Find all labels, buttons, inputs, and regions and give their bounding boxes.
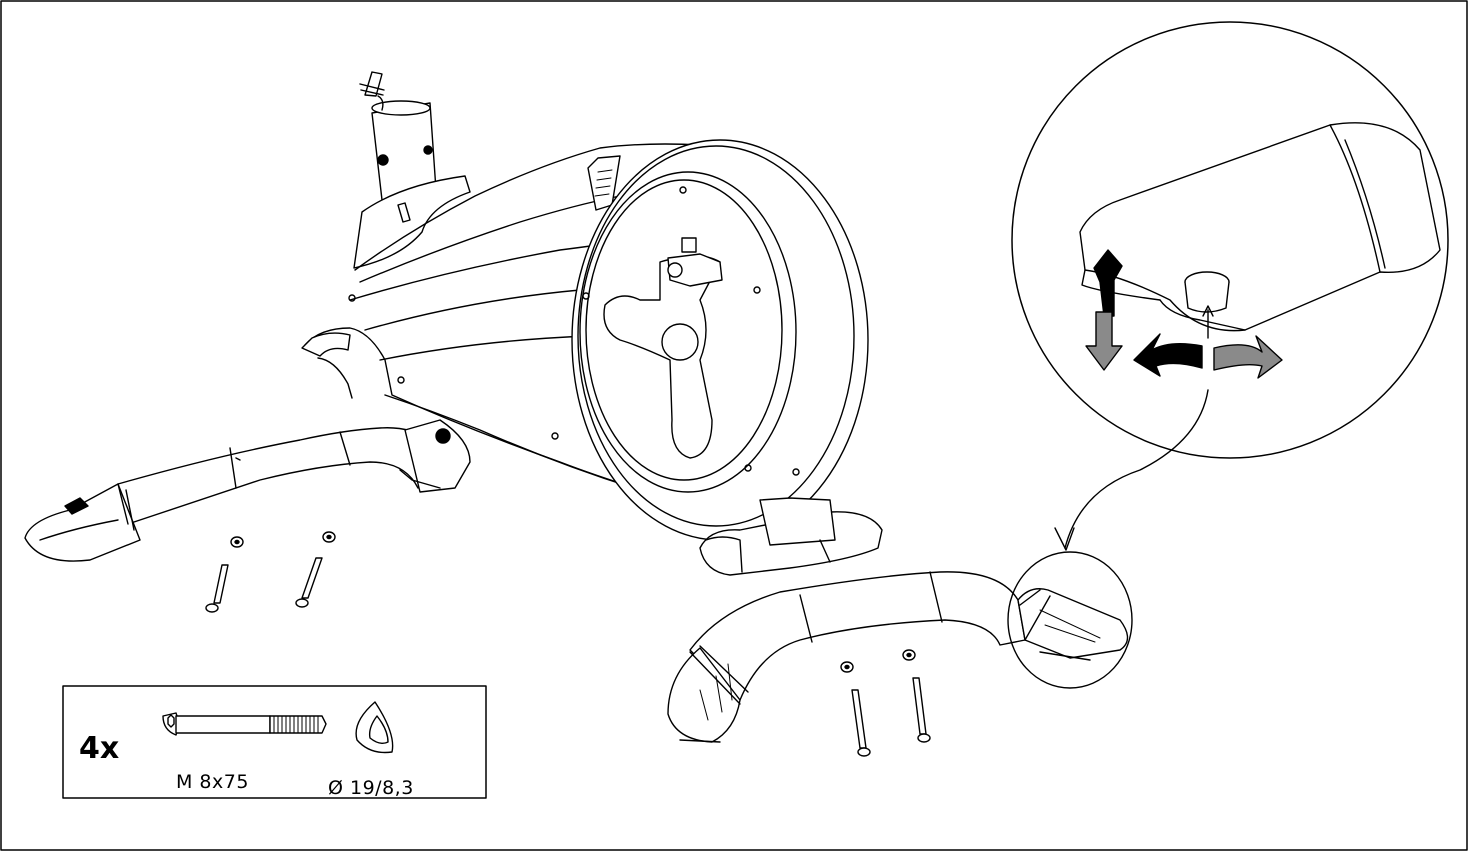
washer-icon	[355, 701, 394, 754]
trainer-frame-illustration	[301, 71, 883, 576]
detail-callout	[1011, 21, 1449, 551]
left-bolts-illustration	[205, 531, 336, 613]
bolt-size-label: M 8x75	[176, 771, 249, 793]
washer-size-label: Ø 19/8,3	[328, 777, 414, 799]
parts-quantity: 4x	[79, 731, 119, 766]
parts-box-border	[62, 685, 487, 799]
bolt-icon	[162, 712, 327, 736]
parts-box: 4x M 8x75 Ø 19/8,3	[62, 685, 487, 799]
rear-stabilizer-illustration	[667, 551, 1133, 743]
right-bolts-illustration	[840, 649, 931, 757]
front-stabilizer-illustration	[24, 419, 471, 562]
